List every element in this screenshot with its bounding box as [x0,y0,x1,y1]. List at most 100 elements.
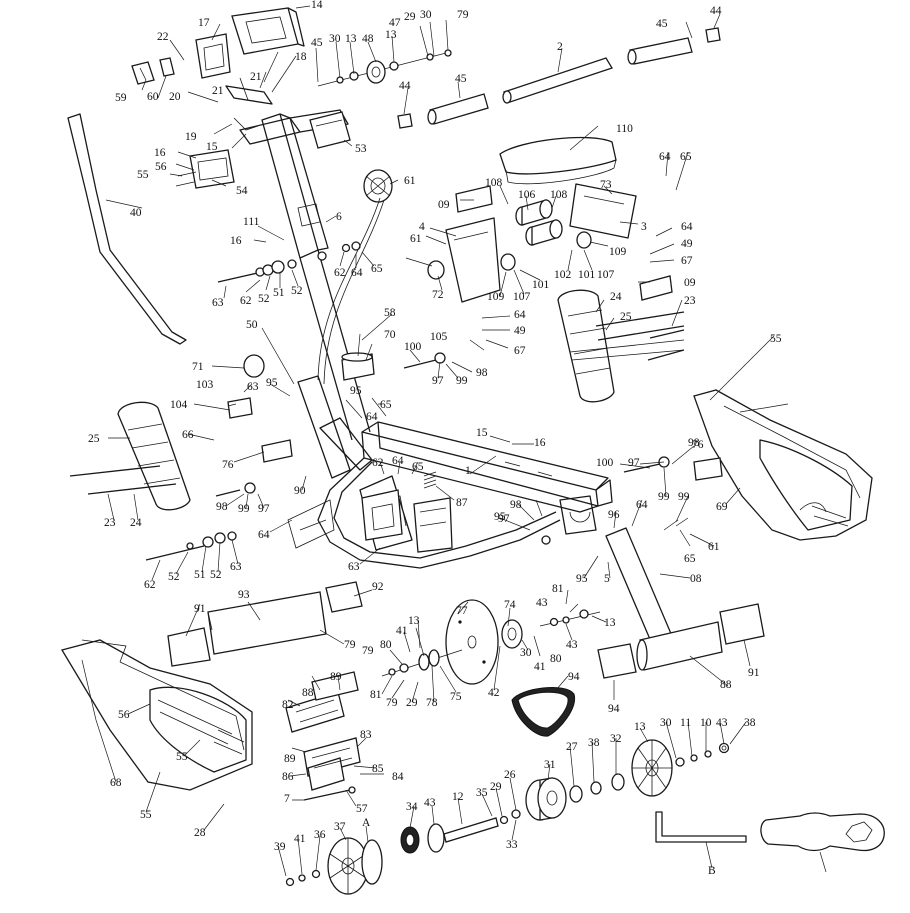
callout-label: 101 [578,269,596,281]
callout-label: 108 [550,189,568,201]
callout-label: 71 [192,361,204,373]
bracket-small-59-60 [131,57,175,85]
callout-label: 41 [294,833,306,845]
callout-label: 13 [634,721,646,733]
callout-label: 97 [258,503,270,515]
callout-label: 6 [336,211,342,223]
front-leg-5 [605,527,723,671]
callout-label: 13 [408,615,420,627]
callout-label: 100 [596,457,614,469]
callout-label: 101 [532,279,550,291]
tension-bracket-54 [175,149,235,189]
callout-label: 99 [658,491,670,503]
callout-label: 67 [681,255,693,267]
callout-label: 103 [196,379,214,391]
callout-label: 97 [498,513,510,525]
callout-label: 99 [678,491,690,503]
callout-label: 64 [514,309,526,321]
callout-label: 44 [399,80,411,92]
leader-lines [81,5,827,877]
seat-110 [499,136,617,185]
callout-label: 105 [430,331,448,343]
callout-label: 32 [610,733,622,745]
callout-label: 36 [314,829,326,841]
wrench-B [760,812,885,852]
axle-washers-right [675,742,730,767]
callout-label: 29 [490,781,502,793]
callout-label: 52 [168,571,180,583]
callout-label: 99 [238,503,250,515]
callout-label: 98 [688,437,700,449]
callout-label: 56 [155,161,167,173]
callout-label: 38 [744,717,756,729]
callout-label: 61 [708,541,720,553]
callout-label: 64 [351,267,363,279]
bolt-row-63-52 [217,241,361,283]
callout-label: 90 [294,485,306,497]
callout-label: 48 [362,33,374,45]
pedal-left-25 [69,401,191,511]
bracket-103 [227,397,253,419]
callout-label: 41 [396,625,408,637]
callout-label: 64 [659,151,671,163]
bracket-09-top [455,185,493,213]
pulley-36-37 [327,837,383,895]
callout-label: 47 [389,17,401,29]
plate-15-assembly [225,77,273,131]
callout-label: 26 [504,769,516,781]
callout-label: 65 [380,399,392,411]
callout-label: 56 [118,709,130,721]
spring-87 [423,471,437,489]
callout-label: 64 [366,411,378,423]
magnet-bracket-7 [303,737,361,791]
callout-label: 79 [386,697,398,709]
callout-label: 30 [329,33,341,45]
disc-34 [427,823,445,853]
callout-label: 43 [566,639,578,651]
magnet-bracket-82 [285,671,359,733]
callout-label: 45 [311,37,323,49]
callout-label: 110 [616,123,633,135]
callout-label: 82 [282,699,294,711]
callout-label: 24 [130,517,142,529]
callout-labels: 14 17 22 59 60 20 21 21 18 19 15 45 30 1… [88,0,782,877]
callout-label: 83 [360,729,372,741]
callout-label: 16 [534,437,546,449]
bolt-84 [303,786,356,801]
callout-label: 08 [690,573,702,585]
callout-label: 12 [452,791,464,803]
callout-label: 63 [230,561,242,573]
callout-label: 89 [330,671,342,683]
callout-label: 64 [392,455,404,467]
end-cap-94-left [597,643,637,679]
callout-label: 72 [432,289,444,301]
callout-label: 62 [334,267,346,279]
console-bracket-17 [195,33,231,79]
roller-106 [515,199,563,246]
callout-label: 108 [485,177,503,189]
seat-carriage-3 [569,183,637,239]
pulley-28 [631,739,673,797]
handle-tube-2 [502,57,613,104]
callout-label: 51 [273,287,285,299]
callout-label: 21 [212,85,224,97]
callout-label: 17 [198,17,210,29]
callout-label: 16 [154,147,166,159]
end-cap-92 [167,627,211,667]
callout-label: 98 [476,367,488,379]
callout-label: 52 [291,285,303,297]
callout-label: 99 [456,375,468,387]
callout-label: 97 [628,457,640,469]
callout-label: 23 [104,517,116,529]
callout-label: 45 [455,73,467,85]
pulley-75 [501,619,523,649]
callout-label: 16 [230,235,242,247]
callout-label: 104 [170,399,188,411]
callout-label: 30 [520,647,532,659]
callout-label: 59 [115,92,127,104]
callout-label: 27 [566,741,578,753]
axle-77-stack [381,609,601,677]
callout-label: 63 [247,381,259,393]
cable-52 [317,197,385,385]
knob-61 [363,169,393,203]
